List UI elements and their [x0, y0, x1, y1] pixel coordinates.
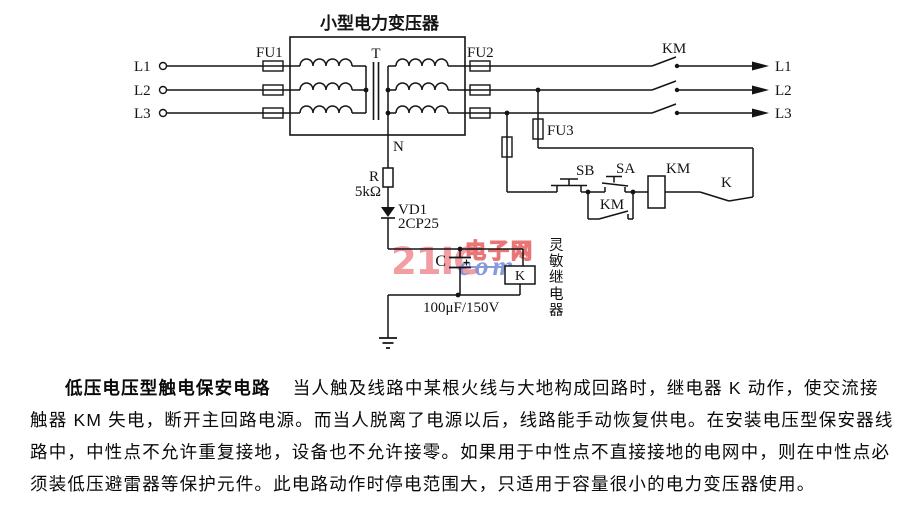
- transformer-core: [372, 62, 380, 120]
- caption-title: 低压电压型触电保安电路: [65, 378, 271, 398]
- k-contact-label: K: [721, 175, 732, 191]
- caption-block: 低压电压型触电保安电路 当人触及线路中某根火线与大地构成回路时，继电器 K 动作，…: [30, 372, 902, 500]
- sb-label: SB: [576, 163, 594, 179]
- fu2-label: FU2: [467, 45, 494, 61]
- watermark-cn-text: 电子网: [464, 240, 534, 263]
- fuse-fu2: FU2: [467, 45, 494, 119]
- output-l2-label: L2: [775, 83, 792, 99]
- fu1-label: FU1: [256, 45, 283, 61]
- core-label: T: [371, 46, 380, 62]
- km-coil-label: KM: [666, 161, 690, 177]
- capacitor-c: C 100μF/150V: [423, 253, 500, 316]
- resistor-ref-label: R: [369, 169, 379, 185]
- fu3-label: FU3: [547, 123, 574, 139]
- fuse-fu3: FU3: [532, 118, 574, 140]
- input-l2-label: L2: [134, 83, 151, 99]
- caption-line-4: 须装低压避雷器等保护元件。此电路动作时停电范围大，只适用于容量很小的电力变压器使…: [30, 474, 816, 494]
- caption-line-2: 触器 KM 失电，断开主回路电源。而当人脱离了电源以后，线路能手动恢复供电。在安…: [30, 410, 894, 430]
- circuit-diagram: 小型电力变压器 T N L1 L2 L3 FU1 FU2 F: [134, 13, 792, 349]
- diode-model-label: 2CP25: [398, 216, 439, 232]
- relay-box-label: K: [515, 269, 525, 284]
- fuse-control-branch: [501, 136, 513, 158]
- caption-body-1: 当人触及线路中某根火线与大地构成回路时，继电器 K 动作，使交流接: [292, 378, 879, 398]
- sensitive-relay-note: 灵敏继电器: [549, 238, 564, 319]
- km-holding-contact: KM: [598, 197, 629, 220]
- plus-sign-icon: [463, 259, 470, 266]
- earth-ground-icon: [379, 337, 397, 349]
- arrow-l1: [752, 61, 769, 71]
- terminal-l1: [158, 61, 168, 71]
- terminal-l3: [158, 108, 168, 118]
- diode-ref-label: VD1: [398, 202, 427, 218]
- fuse-fu1: FU1: [256, 45, 284, 119]
- terminal-l2: [158, 85, 168, 95]
- input-l3-label: L3: [134, 106, 151, 122]
- diode-vd1: VD1 2CP25: [381, 202, 439, 232]
- phase-output-arrows: L1 L2 L3: [752, 59, 792, 122]
- stop-button-sb: SB: [551, 163, 594, 192]
- sa-label: SA: [616, 161, 635, 177]
- contactor-main-contacts: KM: [651, 41, 686, 116]
- transformer-box: [289, 36, 466, 136]
- km-holding-label: KM: [600, 197, 624, 213]
- transformer: 小型电力变压器 T N: [289, 13, 466, 155]
- capacitor-value-label: 100μF/150V: [423, 300, 500, 316]
- phase-input-terminals: L1 L2 L3: [134, 59, 168, 122]
- transformer-title: 小型电力变压器: [320, 13, 440, 33]
- input-l1-label: L1: [134, 59, 151, 75]
- relay-k-contact: K: [699, 175, 754, 202]
- km-coil: KM: [647, 161, 690, 209]
- capacitor-ref-label: C: [435, 253, 446, 270]
- primary-windings: [299, 58, 353, 114]
- resistor-r: R 5kΩ: [355, 167, 394, 200]
- secondary-windings: [395, 58, 449, 114]
- relay-k-box: K: [504, 265, 536, 285]
- output-l3-label: L3: [775, 106, 792, 122]
- resistor-value-label: 5kΩ: [355, 184, 381, 200]
- caption-line-3: 路中，中性点不允许重复接地，设备也不允许接零。如果用于中性点不直接接地的电网中，…: [30, 442, 891, 462]
- output-l1-label: L1: [775, 59, 792, 75]
- junction-dots: [363, 87, 636, 298]
- neutral-label: N: [393, 139, 404, 155]
- km-main-label: KM: [662, 41, 686, 57]
- arrow-l2: [752, 85, 769, 95]
- arrow-l3: [752, 108, 769, 118]
- caption-line-1: 低压电压型触电保安电路 当人触及线路中某根火线与大地构成回路时，继电器 K 动作，…: [30, 372, 902, 404]
- start-switch-sa: SA: [601, 161, 635, 192]
